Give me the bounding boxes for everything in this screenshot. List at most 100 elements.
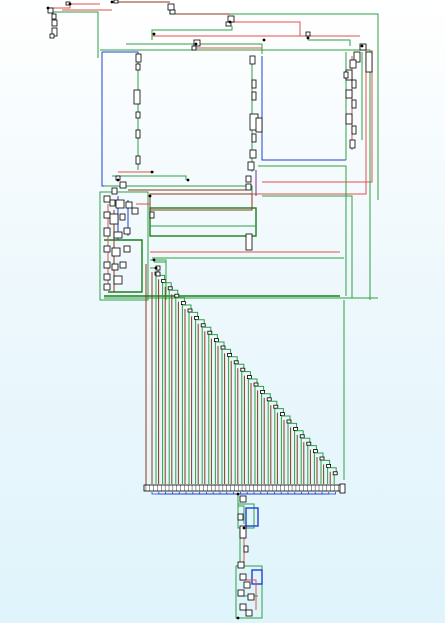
component-box [112,188,117,194]
component-box [360,44,366,50]
ladder-node [181,302,185,305]
component-box [192,46,196,50]
module-frame [246,508,258,526]
component-box [246,234,252,250]
component-box [104,196,110,202]
junction-dot [117,179,120,182]
ladder-node [300,435,304,438]
junction-dot [187,179,190,182]
upper-block [102,52,362,298]
top-nets [48,2,378,300]
component-box [114,276,122,284]
module-frame [252,570,262,584]
wire [230,22,360,36]
component-box [114,0,118,3]
component-box [240,574,246,580]
wire [100,50,370,300]
component-box [346,90,352,98]
bus-bar [144,485,344,491]
component-box [120,214,125,220]
wire [308,40,350,46]
junction-dot [155,267,158,270]
component-box [110,214,118,224]
component-box [104,262,110,268]
component-box [344,72,348,78]
junction-dot [237,617,240,620]
component-box [136,112,140,118]
component-box [250,150,256,158]
ladder-node [267,398,271,401]
component-box [256,118,262,132]
component-box [136,64,140,70]
component-box [246,176,251,182]
ladder-node [208,331,212,334]
ladder-node [162,279,166,282]
component-box [350,60,356,68]
ladder-node [254,383,258,386]
component-box [134,90,140,104]
component-box [246,610,252,616]
ladder-node [228,353,232,356]
components [47,0,372,619]
component-box [244,546,248,552]
component-box [238,562,244,568]
component-box [104,212,110,218]
component-box [252,80,256,88]
component-box [156,272,160,276]
component-box [50,34,54,38]
bus-return-wire [240,492,244,494]
component-box [346,114,352,124]
middle-cluster [100,192,378,480]
ladder-node [214,339,218,342]
component-box [120,262,126,268]
junction-dot [307,37,310,40]
junction-dot [237,493,240,496]
ladder-node [221,346,225,349]
component-box [104,228,110,236]
wire [152,26,232,40]
component-box [52,14,56,19]
ladder-node [307,442,311,445]
module-frame [150,208,256,236]
ladder-node [320,457,324,460]
component-box [252,134,256,142]
ladder-node [313,450,317,453]
component-box [238,514,243,520]
junction-dot [151,171,154,174]
component-box [52,20,57,26]
ladder-network [146,262,337,494]
component-box [104,274,110,280]
component-box [352,100,356,108]
junction-dot [229,21,232,24]
component-box [248,162,254,170]
component-box [136,130,140,138]
wire [112,176,186,180]
component-box [112,248,120,256]
wire [262,50,372,182]
ladder-node [234,361,238,364]
ladder-node [327,464,331,467]
junction-dot [47,7,50,10]
component-box [170,10,175,14]
wire [52,12,98,58]
component-box [244,582,250,588]
bus-wire [102,52,118,186]
component-box [248,594,254,600]
component-box [116,200,124,208]
bus-wire [102,52,138,70]
bus-end-connector [340,484,345,493]
component-box [126,202,132,208]
ladder-node [201,324,205,327]
component-box [136,54,141,62]
junction-dot [111,1,114,4]
component-box [120,182,126,188]
component-box [110,200,115,206]
junction-dot [243,527,246,530]
component-box [240,604,246,610]
component-box [240,496,246,502]
ladder-node [247,376,251,379]
junction-dot [153,33,156,36]
ladder-node [294,427,298,430]
ladder-node [168,287,172,290]
